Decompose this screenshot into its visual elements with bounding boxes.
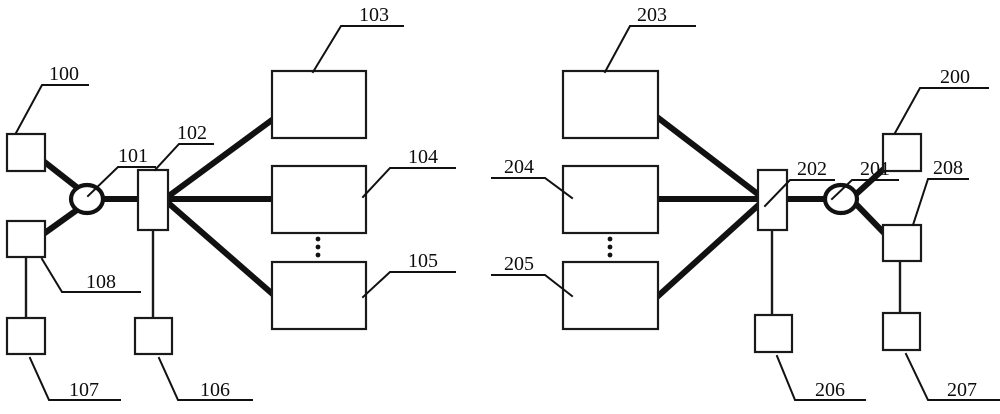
node-205[interactable] [561,260,660,331]
leader-205 [491,274,574,298]
left-cluster-labels: 100 101 102 103 104 105 106 107 [14,4,456,401]
ref-label-200: 200 [940,66,970,88]
leader-208 [911,178,969,227]
node-206[interactable] [753,313,794,354]
ref-label-102: 102 [177,122,207,144]
node-202[interactable] [756,168,789,232]
ref-label-205: 205 [504,253,534,275]
node-200[interactable] [881,132,923,173]
right-cluster-labels: 203 204 205 202 201 200 208 206 [491,4,1000,401]
leader-201 [830,179,899,201]
link-203-202 [655,114,765,201]
ref-label-105: 105 [408,250,438,272]
leader-104 [361,167,456,199]
node-105[interactable] [270,260,368,331]
right-cluster-nodes [561,69,923,354]
ref-label-107: 107 [69,379,99,401]
leader-101 [86,166,156,198]
node-107[interactable] [5,316,47,356]
node-103[interactable] [270,69,368,140]
link-205-202 [654,198,766,300]
leader-204 [491,177,574,200]
ref-label-204: 204 [504,156,534,178]
ref-label-202: 202 [797,158,827,180]
right-cluster-links [654,114,902,316]
link-201-208 [851,199,889,238]
node-208[interactable] [881,223,923,263]
leader-103 [311,25,404,74]
node-203[interactable] [561,69,660,140]
leader-102 [153,143,214,172]
vertical-ellipsis-right [607,236,613,258]
node-100[interactable] [5,132,47,173]
node-102[interactable] [136,168,170,232]
node-101[interactable] [68,182,106,216]
node-108[interactable] [5,219,47,259]
node-106[interactable] [133,316,174,356]
leader-100 [14,84,89,135]
leader-207 [904,352,1000,401]
ref-label-207: 207 [947,379,977,401]
node-207[interactable] [881,311,922,352]
ref-label-104: 104 [408,146,438,168]
ref-label-100: 100 [49,63,79,85]
ref-label-208: 208 [933,157,963,179]
ref-label-201: 201 [860,158,890,180]
ref-label-108: 108 [86,271,116,293]
node-201[interactable] [822,182,860,216]
left-cluster-links [24,114,278,319]
vertical-ellipsis-left [315,236,321,258]
leader-202 [763,179,835,208]
leader-206 [775,354,866,401]
ref-label-106: 106 [200,379,230,401]
leader-106 [157,356,253,401]
node-104[interactable] [270,164,368,235]
link-102-105 [164,198,278,300]
leader-203 [603,25,696,74]
ref-label-203: 203 [637,4,667,26]
ref-label-101: 101 [118,145,148,167]
leader-108 [40,257,141,293]
leader-200 [893,87,989,135]
leader-107 [28,356,121,401]
node-204[interactable] [561,164,660,235]
link-201-200 [851,164,889,199]
ref-label-206: 206 [815,379,845,401]
ref-label-103: 103 [359,4,389,26]
left-cluster-nodes [5,69,368,356]
leader-105 [361,271,456,299]
link-102-103 [164,114,278,201]
